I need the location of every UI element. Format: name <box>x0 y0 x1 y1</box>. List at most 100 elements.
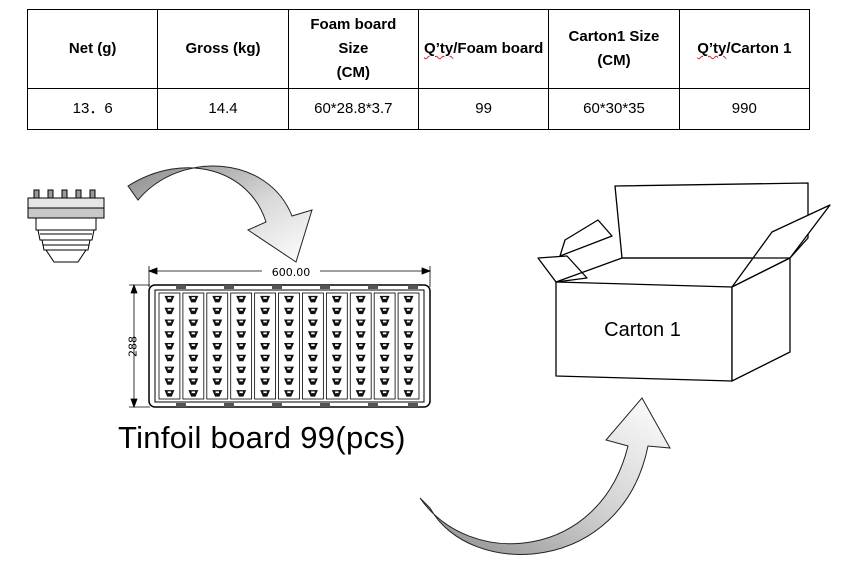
led-cell-highlight <box>287 379 291 382</box>
led-cell-highlight <box>239 308 243 311</box>
led-cell <box>260 307 271 315</box>
led-cell-highlight <box>239 320 243 323</box>
led-cell <box>188 319 199 326</box>
led-cell-highlight <box>406 297 411 299</box>
led-cell <box>164 354 175 362</box>
spec-header-row: Net (g) Gross (kg) Foam board Size (CM) … <box>26 9 811 89</box>
led-cell <box>307 366 318 374</box>
led-cell <box>331 319 342 326</box>
led-cell-highlight <box>406 391 411 394</box>
led-cell <box>307 295 318 303</box>
led-cell <box>331 307 342 315</box>
led-cell-highlight <box>191 320 196 323</box>
led-cell-highlight <box>358 320 363 323</box>
led-cell <box>188 378 199 385</box>
led-cell-highlight <box>167 320 172 323</box>
led-cell-highlight <box>263 356 267 358</box>
led-cell <box>331 343 342 350</box>
led-cell <box>164 331 175 338</box>
led-cell-highlight <box>239 391 243 394</box>
led-cell <box>307 307 318 315</box>
spec-table: Net (g) Gross (kg) Foam board Size (CM) … <box>26 9 811 130</box>
led-cell-highlight <box>215 308 220 311</box>
led-cell-highlight <box>167 391 172 394</box>
value-qty-carton: 990 <box>678 88 811 130</box>
led-cell-highlight <box>215 332 220 335</box>
led-cell <box>403 390 414 397</box>
led-cell-highlight <box>287 308 291 311</box>
led-cell-highlight <box>215 320 220 323</box>
header-carton-size-line1: Carton1 Size <box>568 28 660 45</box>
led-cell <box>284 319 294 326</box>
led-cell <box>188 343 199 350</box>
led-cell-highlight <box>263 332 267 335</box>
led-cell-highlight <box>358 379 363 382</box>
led-cell-highlight <box>287 320 291 323</box>
led-cell-highlight <box>382 379 387 382</box>
header-carton-size-line2: (CM) <box>597 52 631 69</box>
led-cell <box>379 319 390 326</box>
led-cell-highlight <box>263 367 267 370</box>
led-cell <box>260 390 271 397</box>
led-cell-highlight <box>358 367 363 370</box>
board-edge-tab <box>320 403 330 407</box>
led-cell-highlight <box>382 297 387 299</box>
led-cell-highlight <box>287 332 291 335</box>
led-cell <box>331 378 342 385</box>
board-edge-tab <box>272 285 282 289</box>
led-cell <box>212 366 223 374</box>
led-cell-highlight <box>358 344 363 346</box>
led-cell <box>164 307 175 315</box>
tinfoil-board <box>148 284 431 408</box>
led-cell-highlight <box>382 391 387 394</box>
carton-label: Carton 1 <box>604 319 681 341</box>
board-edge-tab <box>176 285 186 289</box>
led-bulb-icon <box>27 189 105 263</box>
led-cell-highlight <box>263 379 267 382</box>
led-cell-highlight <box>239 356 243 358</box>
led-cell <box>331 366 342 374</box>
led-cell-highlight <box>167 356 172 358</box>
led-cell <box>188 390 199 397</box>
led-cell <box>355 307 366 315</box>
board-edge-tab <box>224 285 234 289</box>
led-cell-highlight <box>263 391 267 394</box>
led-cell <box>188 331 199 338</box>
led-cell <box>355 354 366 362</box>
led-cell <box>403 354 414 362</box>
led-cell-highlight <box>311 332 315 335</box>
led-cell <box>260 319 271 326</box>
led-cell <box>355 319 366 326</box>
led-cell-highlight <box>167 297 172 299</box>
led-cell <box>379 390 390 397</box>
led-cell <box>331 331 342 338</box>
led-cell-highlight <box>311 308 315 311</box>
led-cell-highlight <box>287 367 291 370</box>
led-cell <box>284 307 294 315</box>
led-cell <box>379 295 390 303</box>
led-cell-highlight <box>215 391 220 394</box>
led-cell-highlight <box>335 332 339 335</box>
led-cell-highlight <box>239 332 243 335</box>
led-cell-highlight <box>263 320 267 323</box>
led-cell-highlight <box>239 344 243 346</box>
value-qty-foam: 99 <box>417 88 550 130</box>
value-foam-size: 60*28.8*3.7 <box>287 88 419 130</box>
header-foam-size-line3: (CM) <box>336 64 370 81</box>
led-cell <box>307 378 318 385</box>
led-cell <box>260 343 271 350</box>
led-cell-highlight <box>215 356 220 358</box>
led-cell <box>355 366 366 374</box>
led-cell-highlight <box>311 379 315 382</box>
led-cell <box>355 295 366 303</box>
board-edge-tab <box>408 403 418 407</box>
led-cell-highlight <box>287 297 291 299</box>
led-cell <box>331 354 342 362</box>
led-cell-highlight <box>311 367 315 370</box>
led-cell <box>164 390 175 397</box>
led-cell-highlight <box>167 332 172 335</box>
led-cell <box>260 354 271 362</box>
led-cell <box>284 295 294 303</box>
header-foam-size-line1: Foam board <box>310 16 397 33</box>
led-cell <box>212 331 223 338</box>
